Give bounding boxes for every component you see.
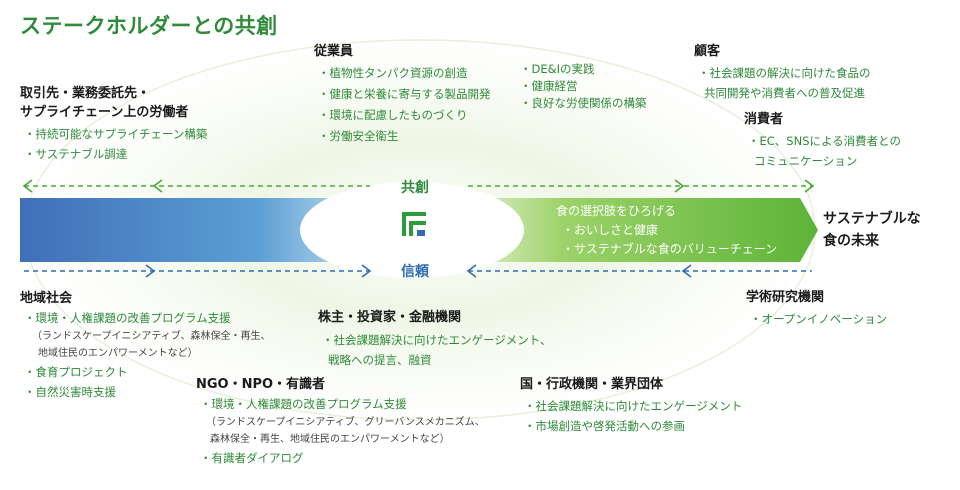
stakeholder-consumers: 消費者 ・EC、SNSによる消費者との コミュニケーション [744, 110, 901, 171]
stakeholder-item: ・市場創造や啓発活動への参画 [524, 419, 685, 433]
kyoso-arrow-left-2 [152, 179, 163, 193]
future-label: サステナブルな 食の未来 [823, 208, 921, 252]
future-line: 食の未来 [823, 233, 879, 249]
stakeholder-item: ・健康と栄養に寄与する製品開発 [318, 87, 491, 101]
kyoso-label: 共創 [401, 180, 429, 196]
bar-item: ・おいしさと健康 [562, 223, 659, 237]
stakeholder-subitem: （ランドスケープイニシアティブ、森林保全・再生、 [32, 331, 271, 342]
shinrai-arrow-1 [145, 264, 156, 278]
stakeholder-item: ・環境に配慮したものづくり [318, 108, 468, 122]
stakeholder-shareholders: 株主・投資家・金融機関 ・社会課題解決に向けたエンゲージメント、 戦略への提言、… [318, 308, 552, 370]
stakeholder-employees-heading: 従業員 [314, 44, 354, 59]
stakeholder-item: ・労働安全衛生 [318, 129, 399, 143]
stakeholder-item: ・健康経営 [520, 79, 578, 93]
stakeholder-heading: サプライチェーン上の労働者 [20, 105, 189, 120]
stakeholder-employees-left: ・植物性タンパク資源の創造 ・健康と栄養に寄与する製品開発 ・環境に配慮したもの… [318, 63, 491, 147]
shinrai-label: 信頼 [401, 264, 429, 280]
stakeholder-employees-right: ・DE&Iの実践 ・健康経営 ・良好な労使関係の構築 [520, 61, 647, 112]
stakeholder-heading: 顧客 [694, 44, 721, 59]
stakeholder-government: 国・行政機関・業界団体 ・社会課題解決に向けたエンゲージメント ・市場創造や啓発… [520, 375, 742, 436]
stakeholder-customers: 顧客 ・社会課題の解決に向けた食品の 共同開発や消費者への普及促進 [694, 42, 871, 103]
shinrai-arrow-3 [466, 264, 477, 278]
stakeholder-item: コミュニケーション [754, 154, 858, 168]
stakeholder-item: ・オープンイノベーション [750, 312, 888, 326]
stakeholder-item: ・社会課題の解決に向けた食品の [698, 66, 871, 80]
stakeholder-suppliers: 取引先・業務委託先・ サプライチェーン上の労働者 ・持続可能なサプライチェーン構… [20, 84, 207, 164]
stakeholder-heading: 国・行政機関・業界団体 [520, 377, 664, 392]
stakeholder-item: ・環境・人権課題の改善プログラム支援 [24, 311, 231, 325]
kyoso-arrow-left-1 [22, 179, 33, 193]
shinrai-arrow-2 [361, 264, 372, 278]
stakeholder-heading: 取引先・業務委託先・ [20, 86, 151, 101]
bar-text-group: 食の選択肢をひろげる ・おいしさと健康 ・サステナブルな食のバリューチェーン [556, 202, 777, 259]
stakeholder-item: ・良好な労使関係の構築 [520, 96, 647, 110]
future-line: サステナブルな [823, 211, 921, 227]
shinrai-arrow-4 [681, 264, 692, 278]
stakeholder-item: ・持続可能なサプライチェーン構築 [24, 127, 208, 141]
stakeholder-heading: NGO・NPO・有識者 [196, 377, 326, 392]
stakeholder-item: ・環境・人権課題の改善プログラム支援 [200, 397, 407, 411]
stakeholder-item: ・社会課題解決に向けたエンゲージメント、 [322, 333, 552, 347]
kyoso-arrow-right-1 [674, 179, 685, 193]
stakeholder-item: ・社会課題解決に向けたエンゲージメント [524, 399, 743, 413]
stakeholder-item: ・食育プロジェクト [24, 365, 128, 379]
stakeholder-subitem: 地域住民のエンパワーメントなど） [38, 348, 198, 359]
page-title: ステークホルダーとの共創 [20, 14, 278, 38]
stakeholder-subitem: （ランドスケープイニシアティブ、グリーバンスメカニズム、 [206, 417, 485, 428]
stakeholder-item: ・自然災害時支援 [24, 385, 116, 399]
stakeholder-item: ・植物性タンパク資源の創造 [318, 66, 468, 80]
bar-heading: 食の選択肢をひろげる [556, 204, 677, 218]
stakeholder-academia: 学術研究機関 ・オープンイノベーション [746, 288, 887, 329]
stakeholder-heading: 消費者 [744, 112, 784, 127]
company-logo-icon [402, 212, 426, 236]
stakeholder-item: ・有識者ダイアログ [200, 451, 304, 465]
stakeholder-community: 地域社会 ・環境・人権課題の改善プログラム支援 （ランドスケープイニシアティブ、… [20, 289, 271, 402]
stakeholder-heading: 学術研究機関 [746, 290, 825, 305]
stakeholder-item: ・EC、SNSによる消費者との [748, 134, 902, 148]
stakeholder-heading: 地域社会 [20, 291, 73, 306]
stakeholder-subitem: 森林保全・再生、地域住民のエンパワーメントなど） [210, 434, 450, 445]
stakeholder-item: 戦略への提言、融資 [328, 353, 432, 367]
stakeholder-ngo: NGO・NPO・有識者 ・環境・人権課題の改善プログラム支援 （ランドスケープイ… [196, 375, 485, 468]
stakeholder-heading: 株主・投資家・金融機関 [318, 310, 462, 325]
bar-item: ・サステナブルな食のバリューチェーン [562, 242, 778, 256]
stakeholder-item: ・DE&Iの実践 [520, 62, 595, 76]
stakeholder-item: 共同開発や消費者への普及促進 [704, 86, 865, 100]
kyoso-arrow-right-2 [804, 179, 815, 193]
stakeholder-item: ・サステナブル調達 [24, 147, 128, 161]
